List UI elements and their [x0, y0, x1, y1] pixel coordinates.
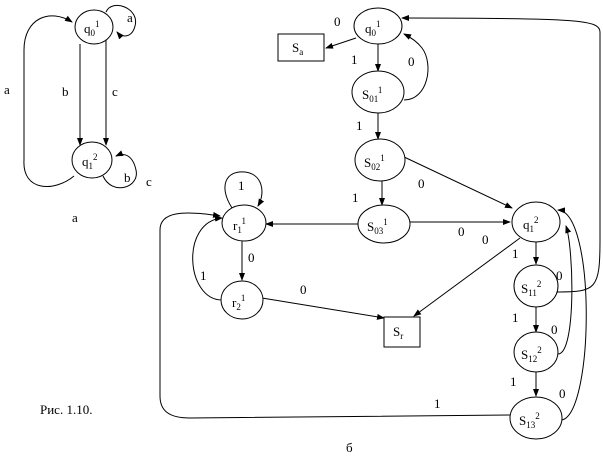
- label-S13-q1: 0: [559, 386, 566, 401]
- state-q0-label: q01: [365, 19, 381, 38]
- state-S11-label: S112: [521, 279, 541, 298]
- state-r2: r21: [220, 280, 264, 320]
- state-r1: r11: [221, 204, 267, 242]
- label-S01-S02: 1: [356, 118, 363, 133]
- label-q1-S11: 1: [512, 246, 519, 261]
- state-q1-label: q12: [523, 215, 539, 234]
- state-r1-label: r11: [233, 216, 246, 235]
- state-a-q0-label: q01: [84, 19, 100, 38]
- state-q0: q01: [353, 7, 403, 45]
- final-Sr-label: Sr: [393, 324, 403, 341]
- label-a-loop-q1-b: b: [124, 170, 131, 185]
- edge-q0-Sa: [325, 37, 357, 49]
- part-a: q01 q12 a b c b c a а: [4, 5, 152, 225]
- label-a-c: c: [112, 84, 118, 99]
- label-r1-loop: 1: [238, 178, 245, 193]
- figure-caption: Рис. 1.10.: [40, 402, 92, 417]
- label-S02-S03: 1: [352, 190, 359, 205]
- edge-a-q1-q0-a: [23, 15, 75, 187]
- label-S12-S13: 1: [510, 374, 517, 389]
- label-a-back: a: [4, 82, 10, 97]
- state-r2-label: r21: [232, 293, 245, 312]
- label-S11-q0: 0: [556, 268, 563, 283]
- label-q1-Sr: 0: [482, 232, 489, 247]
- label-a-b: b: [62, 84, 69, 99]
- state-S12: S122: [513, 331, 559, 373]
- part-b-label: б: [346, 440, 353, 455]
- edge-r2-r1: [192, 215, 223, 301]
- label-r2-Sr: 0: [300, 282, 307, 297]
- state-a-q0: q01: [74, 9, 114, 45]
- state-S13-label: S132: [519, 411, 540, 430]
- label-a-loop-q0: a: [127, 10, 133, 25]
- label-q0-S01: 1: [351, 52, 358, 67]
- label-S12-q1: 0: [551, 322, 558, 337]
- state-a-q1: q12: [71, 141, 113, 179]
- final-Sa: Sa: [277, 33, 325, 62]
- label-r2-r1: 1: [200, 268, 207, 283]
- edge-r1-loop: [224, 171, 265, 209]
- state-a-q1-label: q12: [82, 152, 98, 171]
- edge-r2-Sr: [261, 297, 385, 320]
- state-S03: S031: [357, 204, 411, 244]
- edge-q1-Sr: [413, 237, 521, 317]
- label-S03-q1: 0: [458, 224, 465, 239]
- part-a-label: а: [72, 210, 78, 225]
- label-a-loop-q1-c: c: [146, 174, 152, 189]
- edge-S11-q0: [401, 15, 601, 293]
- part-b: q01 S011 S021 S031 r11 r21 q12 S112: [159, 7, 601, 455]
- edge-S01-q0: [403, 33, 429, 101]
- state-q1: q12: [511, 201, 561, 243]
- label-S02-q1: 0: [418, 176, 425, 191]
- edge-S13-q1: [557, 207, 587, 421]
- state-S12-label: S122: [521, 345, 542, 364]
- label-S11-S12: 1: [512, 310, 519, 325]
- state-S01-label: S011: [362, 85, 382, 104]
- final-Sa-label: Sa: [292, 40, 303, 57]
- state-S02: S021: [354, 138, 406, 182]
- state-S03-label: S031: [367, 217, 388, 236]
- state-S11: S112: [513, 264, 559, 308]
- state-S01: S011: [351, 70, 405, 114]
- state-S02-label: S021: [364, 153, 385, 172]
- edge-S02-q1: [401, 155, 513, 209]
- label-r1-r2: 0: [248, 250, 255, 265]
- label-S01-q0: 0: [408, 54, 415, 69]
- label-q0-Sa: 0: [334, 14, 341, 29]
- edge-a-q0-loop: [105, 5, 136, 40]
- edge-S13-r1: [159, 211, 511, 419]
- final-Sr: Sr: [383, 316, 421, 348]
- edge-S12-q1: [557, 225, 573, 355]
- label-S13-r1: 1: [434, 396, 441, 411]
- edge-a-q1-loop: [102, 150, 137, 189]
- state-S13: S132: [509, 396, 563, 440]
